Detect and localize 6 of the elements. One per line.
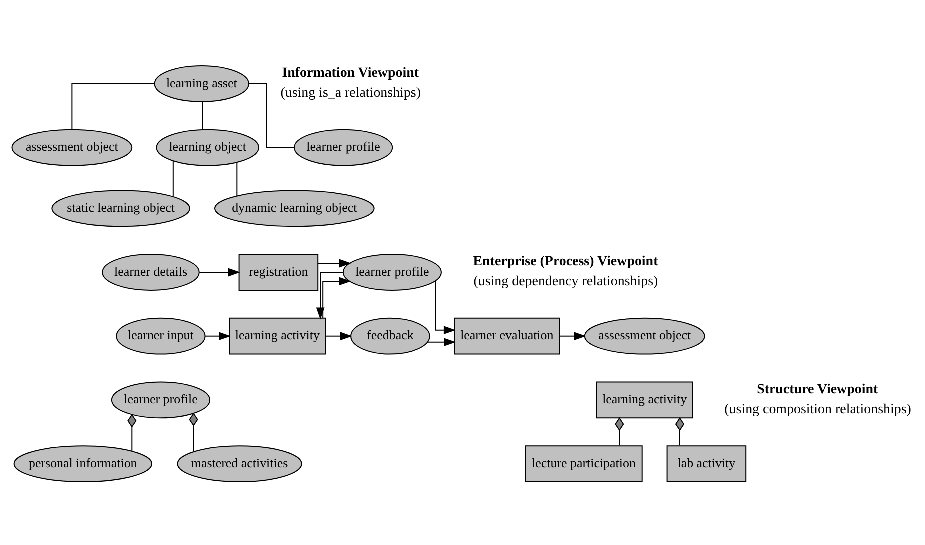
label: (using is_a relationships) [280,86,421,102]
label: Enterprise (Process) Viewpoint [473,254,658,270]
label: (using dependency relationships) [474,274,658,290]
label: (using composition relationships) [724,402,912,418]
label: Structure Viewpoint [757,382,878,398]
label: Information Viewpoint [282,66,420,82]
